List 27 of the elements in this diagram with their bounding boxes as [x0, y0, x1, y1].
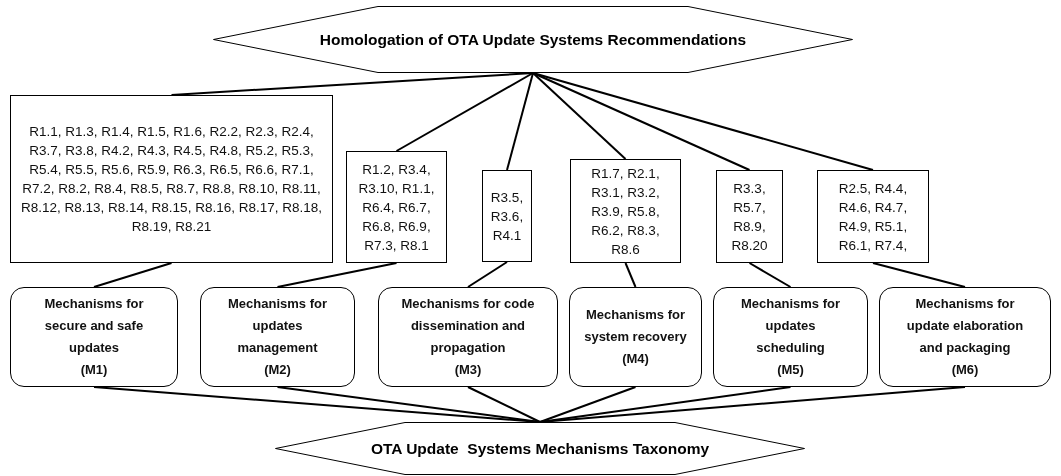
connector-line [93, 262, 173, 288]
connector-line [624, 262, 637, 288]
mechanism-box: Mechanisms for updates management (M2) [200, 287, 355, 387]
hexagon-title: OTA Update Systems Mechanisms Taxonomy [370, 438, 710, 459]
connector-line [532, 72, 627, 160]
recommendation-box: R1.1, R1.3, R1.4, R1.5, R1.6, R2.2, R2.3, R2.4, R3.7, R3.8, R4.2, R4.3, R4.5, R4.8, R5.2, R5.3, R5.4, R5.5, R5.6, R5.9, R6.3, R6.5, R6.6, R7.1, R7.2, R8.2, R8.4, R8.5, R8.7, R8.8, R8.10, R8.11, R8.12, R8.13, R8.14, R8.15, R8.16, R8.17, R8.18, R8.19, R8.21 [10, 95, 333, 263]
recommendation-box: R3.5, R3.6, R4.1 [482, 170, 532, 262]
recommendation-box: R1.7, R2.1, R3.1, R3.2, R3.9, R5.8, R6.2, R8.3, R8.6 [570, 159, 681, 263]
recommendation-box: R1.2, R3.4, R3.10, R1.1, R6.4, R6.7, R6.8, R6.9, R7.3, R8.1 [346, 151, 447, 263]
recommendation-box: R2.5, R4.4, R4.6, R4.7, R4.9, R5.1, R6.1, R7.4, [817, 170, 929, 263]
connector-line [276, 262, 398, 288]
connector-line [539, 386, 637, 423]
connector-line [872, 262, 966, 288]
mechanism-box: Mechanisms for secure and safe updates (M1) [10, 287, 178, 387]
mechanism-box: Mechanisms for code dissemination and propagation (M3) [378, 287, 558, 387]
hexagon-title: Homologation of OTA Update Systems Recommendations [319, 29, 747, 50]
recommendation-box: R3.3, R5.7, R8.9, R8.20 [716, 170, 783, 263]
connector-line [467, 261, 508, 288]
connector-line [532, 72, 751, 171]
connector-line [506, 72, 534, 171]
mechanism-box: Mechanisms for updates scheduling (M5) [713, 287, 868, 387]
connector-line [748, 262, 792, 288]
mechanism-box: Mechanisms for update elaboration and packaging (M6) [879, 287, 1051, 387]
connector-line [539, 386, 966, 423]
connector-line [467, 386, 541, 423]
mechanism-box: Mechanisms for system recovery (M4) [569, 287, 702, 387]
connector-line [395, 72, 534, 152]
